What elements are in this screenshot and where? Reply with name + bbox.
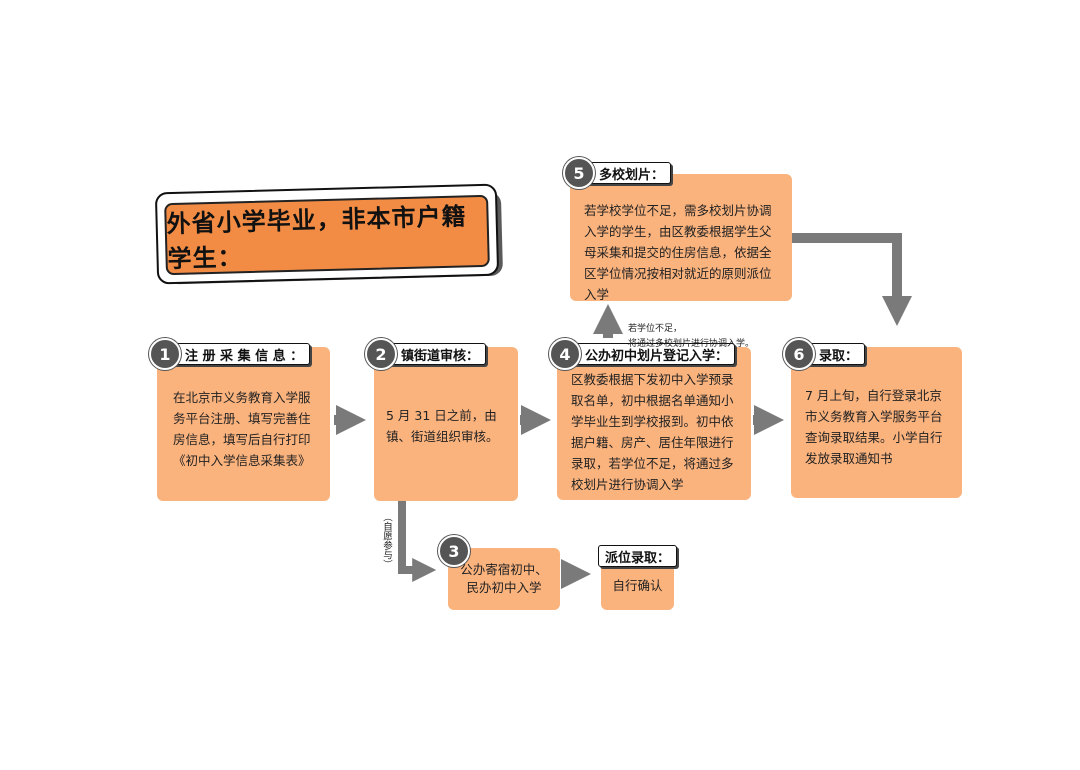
step-4-text: 区教委根据下发初中入学预录取名单，初中根据名单通知小学毕业生到学校报到。初中依据… bbox=[571, 372, 734, 492]
step-2-text: 5 月 31 日之前，由镇、街道组织审核。 bbox=[386, 408, 499, 444]
step-6-box: 7 月上旬，自行登录北京市义务教育入学服务平台查询录取结果。小学自行发放录取通知… bbox=[791, 347, 962, 498]
step-2-label: 2 镇街道审核： bbox=[365, 338, 487, 370]
assignment-label: 派位录取： bbox=[598, 545, 678, 567]
assignment-title: 派位录取： bbox=[605, 550, 671, 566]
step-1-box: 在北京市义务教育入学服务平台注册、填写完善住房信息，填写后自行打印《初中入学信息… bbox=[157, 347, 330, 501]
voluntary-note-text: （自愿参与） bbox=[381, 512, 392, 569]
shortage-note-text: 若学位不足， 将通过多校划片进行协调入学。 bbox=[628, 324, 755, 349]
step-3-text: 公办寄宿初中、民办初中入学 bbox=[460, 562, 548, 595]
step-6-text: 7 月上旬，自行登录北京市义务教育入学服务平台查询录取结果。小学自行发放录取通知… bbox=[805, 388, 943, 466]
step-2-number: 2 bbox=[365, 338, 397, 370]
step-4-box: 区教委根据下发初中入学预录取名单，初中根据名单通知小学毕业生到学校报到。初中依据… bbox=[557, 347, 751, 500]
voluntary-note: （自愿参与） bbox=[380, 512, 392, 569]
arrow-5-to-6 bbox=[792, 233, 912, 326]
step-2-box: 5 月 31 日之前，由镇、街道组织审核。 bbox=[374, 347, 518, 501]
step-4-title: 公办初中划片登记入学： bbox=[585, 348, 729, 364]
step-4-label: 4 公办初中划片登记入学： bbox=[549, 338, 736, 370]
step-6-label: 6 录取： bbox=[783, 338, 866, 370]
arrow-2-to-3 bbox=[398, 500, 437, 582]
step-5-text: 若学校学位不足，需多校划片协调入学的学生，由区教委根据学生父母采集和提交的住房信… bbox=[584, 203, 772, 302]
step-3-label: 3 bbox=[438, 535, 470, 567]
step-5-box: 若学校学位不足，需多校划片协调入学的学生，由区教委根据学生父母采集和提交的住房信… bbox=[570, 174, 792, 302]
assignment-text: 自行确认 bbox=[612, 577, 663, 593]
step-5-title: 多校划片： bbox=[599, 167, 665, 183]
step-1-label: 1 注 册 采 集 信 息 ： bbox=[149, 338, 311, 370]
step-1-text: 在北京市义务教育入学服务平台注册、填写完善住房信息，填写后自行打印《初中入学信息… bbox=[173, 390, 311, 468]
step-3-number: 3 bbox=[438, 535, 470, 567]
step-5-number: 5 bbox=[563, 157, 595, 189]
step-6-number: 6 bbox=[783, 338, 815, 370]
step-6-title: 录取： bbox=[819, 348, 859, 364]
shortage-note: 若学位不足， 将通过多校划片进行协调入学。 bbox=[628, 307, 754, 352]
step-5-label: 5 多校划片： bbox=[563, 157, 672, 189]
step-2-title: 镇街道审核： bbox=[401, 348, 480, 364]
step-1-number: 1 bbox=[149, 338, 181, 370]
step-1-title: 注 册 采 集 信 息 ： bbox=[185, 348, 304, 364]
step-4-number: 4 bbox=[549, 338, 581, 370]
